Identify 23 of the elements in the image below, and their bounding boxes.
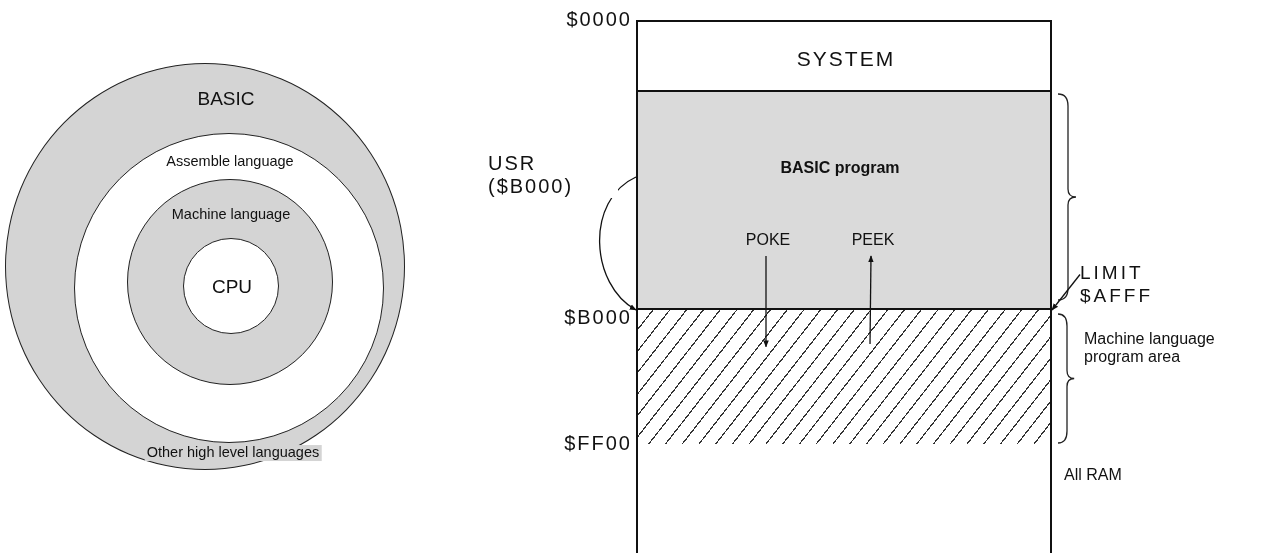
memory-block	[636, 444, 1052, 553]
arrow	[763, 255, 769, 348]
address-label: $FF00	[564, 432, 632, 455]
memory-block	[636, 92, 1052, 310]
region-label: SYSTEM	[796, 47, 896, 71]
ring-label: Machine language	[171, 207, 291, 223]
arrow	[868, 255, 874, 345]
arrow	[1051, 273, 1081, 311]
limit-address-label: LIMIT $AFFF	[1080, 262, 1180, 308]
arrow	[599, 176, 637, 311]
ring-label: Other high level languages	[144, 445, 322, 461]
region-label: BASIC program	[780, 159, 900, 177]
ring-label: BASIC	[197, 88, 255, 110]
area-label: All RAM	[1064, 466, 1122, 485]
address-label: $0000	[566, 8, 632, 31]
hatched-memory-area	[636, 310, 1052, 446]
memory-operation-label: POKE	[737, 230, 799, 250]
area-label: Machine language program area	[1084, 330, 1216, 367]
ring-label: Assemble language	[166, 154, 294, 170]
memory-operation-label: PEEK	[842, 230, 904, 250]
ring-label: CPU	[211, 276, 253, 298]
memory-block	[636, 20, 1052, 92]
address-label: $B000	[564, 306, 632, 329]
